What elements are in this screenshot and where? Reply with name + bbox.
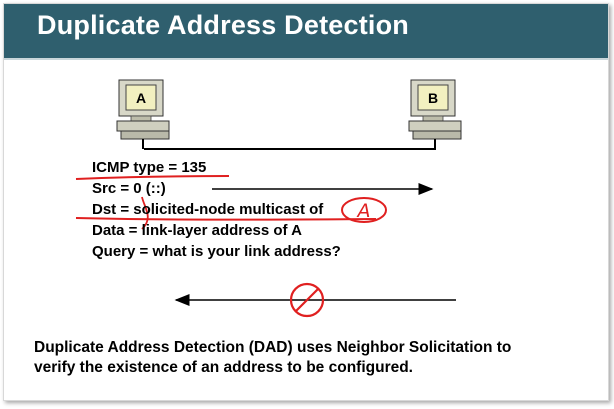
- packet-field-icmp-type: ICMP type = 135: [92, 159, 207, 176]
- bracket-mark: [141, 196, 149, 230]
- packet-field-dst: Dst = solicited-node multicast of: [92, 201, 324, 218]
- caption: Duplicate Address Detection (DAD) uses N…: [34, 338, 604, 378]
- host-b-label: B: [428, 90, 438, 106]
- caption-line-2: verify the existence of an address to be…: [34, 359, 413, 376]
- packet-field-data: Data = link-layer address of A: [92, 222, 302, 239]
- diagram-canvas: A B A: [75, 79, 462, 318]
- circle-annotation: [341, 197, 387, 223]
- host-a-label: A: [136, 90, 146, 106]
- header-bar: Duplicate Address Detection: [4, 4, 608, 58]
- caption-line-1: Duplicate Address Detection (DAD) uses N…: [34, 339, 512, 356]
- header-divider: [4, 58, 608, 60]
- no-symbol-icon: [289, 282, 325, 318]
- underline-icmp-type: [75, 175, 230, 180]
- underline-dst: [75, 217, 377, 221]
- slide: Duplicate Address Detection A: [3, 3, 609, 401]
- slide-title: Duplicate Address Detection: [37, 10, 409, 40]
- packet-field-query: Query = what is your link address?: [92, 243, 341, 260]
- computer-icon: B: [408, 79, 462, 149]
- packet-field-src: Src = 0 (::): [92, 180, 166, 197]
- computer-icon: A: [116, 79, 170, 149]
- circled-a-annotation: A: [356, 200, 371, 222]
